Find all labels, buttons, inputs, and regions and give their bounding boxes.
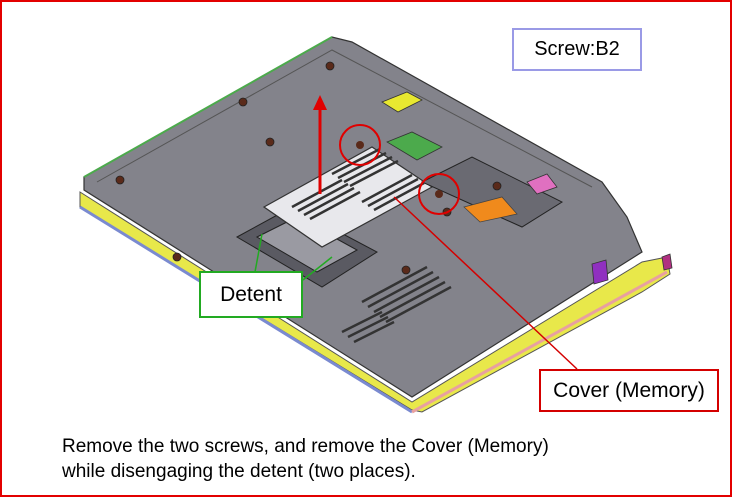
detent-leader-2: [302, 256, 333, 281]
instruction-caption: Remove the two screws, and remove the Co…: [62, 434, 702, 484]
cover-memory-label: Cover (Memory): [539, 369, 719, 412]
purple-port: [591, 259, 609, 285]
detent-leader-1: [254, 233, 263, 273]
removal-arrow-head: [313, 95, 327, 110]
screw-1: [356, 141, 364, 149]
caption-line-1: Remove the two screws, and remove the Co…: [62, 436, 549, 457]
cover-leader: [393, 196, 578, 370]
caption-line-2: while disengaging the detent (two places…: [62, 461, 416, 482]
screw-2: [435, 190, 443, 198]
cover-vents: [291, 147, 425, 221]
laptop-edge-pink: [411, 270, 668, 414]
memory-module: [255, 216, 359, 273]
green-connector: [386, 131, 443, 161]
detent-label: Detent: [199, 271, 303, 318]
orange-cable: [463, 196, 518, 223]
yellow-connector: [381, 91, 423, 113]
left-edge-trim: [83, 36, 333, 178]
pink-connector: [526, 173, 558, 195]
bottom-vents: [341, 265, 452, 344]
screw-circle-2: [418, 173, 460, 215]
panel-seam: [96, 49, 593, 188]
screw-label: Screw:B2: [512, 28, 642, 71]
purple-corner: [661, 253, 673, 271]
screw-circle-1: [339, 124, 381, 166]
